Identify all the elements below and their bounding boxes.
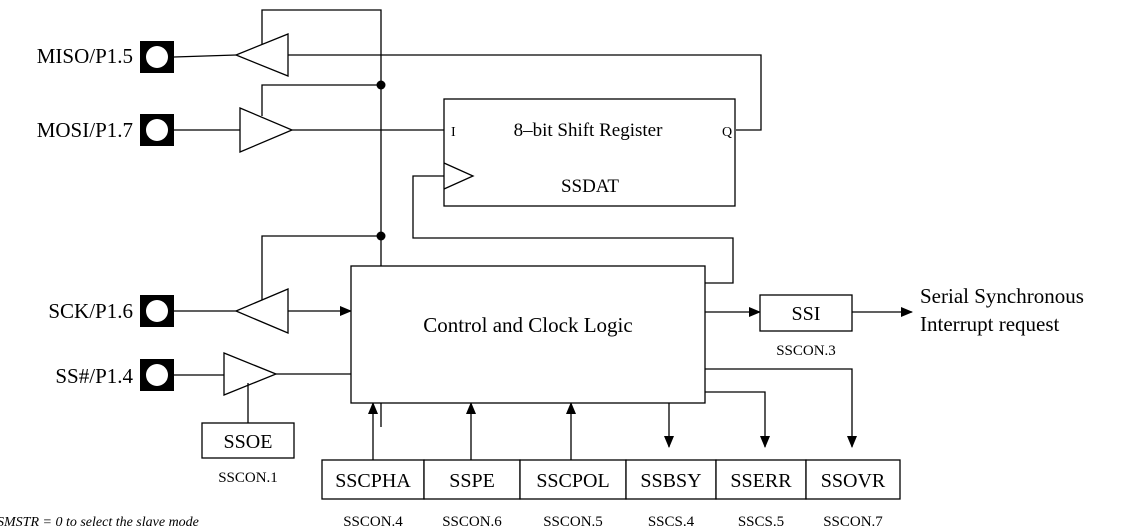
pin-pad-icon-mosi [140, 114, 174, 146]
shift-register-output-pin: Q [722, 125, 732, 140]
register-name: SSPE [449, 470, 495, 492]
register-sub-label: SSCS.4 [648, 514, 695, 530]
ssoe-sub-label: SSCON.1 [218, 470, 278, 486]
register-box-ssovr [805, 459, 901, 500]
register-name: SSERR [730, 470, 792, 492]
ssoe-label: SSOE [224, 431, 273, 453]
control-logic-block: Control and Clock Logic [350, 265, 706, 404]
footnote: SSMSTR = 0 to select the slave mode [0, 515, 199, 530]
ssoe-block: SSOE SSCON.1 [201, 422, 295, 486]
register-box-sscpol [519, 459, 627, 500]
register-sub-label: SSCS.5 [738, 514, 784, 530]
control-logic-label: Control and Clock Logic [423, 313, 632, 337]
interrupt-label-line2: Interrupt request [920, 312, 1060, 336]
register-row: SSCPHA SSPE SSCPOL SSBSY SSERR SSOVR SSC… [321, 459, 901, 530]
register-box-ssbsy [625, 459, 717, 500]
junction-dot [376, 231, 386, 241]
pin-label-miso: MISO/P1.5 [37, 44, 133, 68]
shift-register-block: I Q 8–bit Shift Register SSDAT [443, 98, 736, 207]
clock-input-icon [443, 162, 475, 190]
register-name: SSOVR [821, 470, 886, 492]
shift-register-title: 8–bit Shift Register [514, 120, 664, 141]
junction-dot [376, 80, 386, 90]
register-sub-label: SSCON.4 [343, 514, 403, 530]
connection-wires [173, 9, 913, 460]
shift-register-input-pin: I [451, 125, 456, 140]
ssi-block: SSI SSCON.3 [759, 294, 853, 359]
register-name: SSCPOL [536, 470, 609, 492]
ss-input-buffer [223, 352, 278, 396]
register-name: SSBSY [640, 470, 701, 492]
register-sub-label: SSCON.7 [823, 514, 883, 530]
pin-label-ss: SS#/P1.4 [55, 364, 133, 388]
register-sub-label: SSCON.6 [442, 514, 502, 530]
mosi-input-buffer [239, 107, 294, 153]
register-box-sscpha [321, 459, 425, 500]
pin-pad-icon-sck [140, 295, 174, 327]
register-name: SSCPHA [335, 470, 411, 492]
pin-pad-icon-ss [140, 359, 174, 391]
interrupt-label-line1: Serial Synchronous [920, 284, 1084, 308]
shift-register-name: SSDAT [561, 176, 619, 197]
pin-pad-icon-miso [140, 41, 174, 73]
pin-label-mosi: MOSI/P1.7 [37, 118, 133, 142]
pin-label-sck: SCK/P1.6 [48, 299, 133, 323]
register-box-sserr [715, 459, 807, 500]
ssi-label: SSI [792, 303, 821, 325]
ssi-sub-label: SSCON.3 [776, 343, 836, 359]
register-sub-label: SSCON.5 [543, 514, 603, 530]
